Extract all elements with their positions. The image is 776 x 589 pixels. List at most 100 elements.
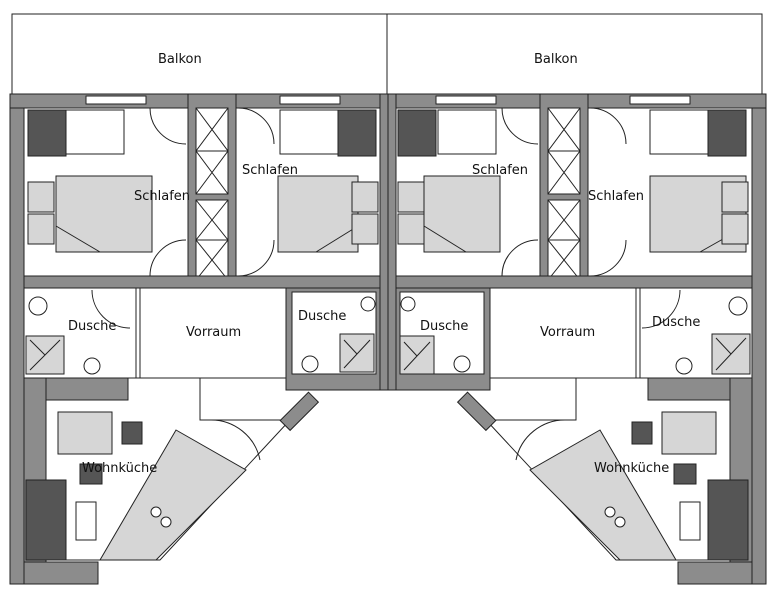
stove-burner bbox=[160, 516, 172, 528]
door-arc bbox=[149, 239, 187, 277]
room-floor bbox=[489, 287, 637, 379]
room-label: Schlafen bbox=[242, 163, 298, 178]
pillow bbox=[721, 181, 749, 213]
kitchen-counter bbox=[99, 429, 247, 561]
door-arc bbox=[501, 107, 539, 145]
pillow bbox=[351, 181, 379, 213]
room-label: Dusche bbox=[420, 319, 468, 334]
toilet bbox=[400, 296, 416, 312]
fridge bbox=[75, 501, 97, 541]
entry-wall bbox=[279, 391, 320, 432]
door-arc bbox=[641, 289, 681, 329]
wardrobe-cross bbox=[195, 107, 229, 195]
wall bbox=[677, 561, 753, 585]
room-label: Wohnküche bbox=[82, 461, 157, 476]
window bbox=[435, 95, 497, 105]
sink bbox=[453, 355, 471, 373]
room-label: Wohnküche bbox=[594, 461, 669, 476]
room-label: Balkon bbox=[158, 52, 202, 67]
wall bbox=[23, 561, 99, 585]
shower-drain bbox=[29, 339, 61, 371]
toilet bbox=[728, 296, 748, 316]
table bbox=[57, 411, 113, 455]
room-label: Balkon bbox=[534, 52, 578, 67]
room-label: Schlafen bbox=[588, 189, 644, 204]
stove-burner bbox=[614, 516, 626, 528]
bed bbox=[423, 175, 501, 253]
bed-fold bbox=[423, 225, 467, 253]
nightstand bbox=[27, 109, 67, 157]
wall bbox=[379, 93, 389, 391]
desk bbox=[437, 109, 497, 155]
toilet bbox=[360, 296, 376, 312]
cooktop bbox=[707, 479, 749, 561]
wall bbox=[9, 93, 25, 585]
nightstand bbox=[337, 109, 377, 157]
door-arc bbox=[589, 239, 627, 277]
room-label: Dusche bbox=[298, 309, 346, 324]
chair bbox=[79, 463, 103, 485]
room-label: Dusche bbox=[68, 319, 116, 334]
stove-burner bbox=[150, 506, 162, 518]
sink bbox=[675, 357, 693, 375]
wardrobe-cross bbox=[195, 199, 229, 281]
wall bbox=[387, 93, 397, 391]
shower-drain bbox=[403, 341, 431, 371]
wall bbox=[751, 93, 767, 585]
kitchen-counter bbox=[529, 429, 677, 561]
unit-left: Schlafen Schlafen Dusche Vorraum Dusche bbox=[9, 93, 389, 585]
pillow bbox=[721, 213, 749, 245]
nightstand bbox=[397, 109, 437, 157]
chair bbox=[121, 421, 143, 445]
pillow bbox=[27, 213, 55, 245]
chair bbox=[631, 421, 653, 445]
wall bbox=[395, 275, 753, 289]
wardrobe-cross bbox=[547, 107, 581, 195]
sink bbox=[301, 355, 319, 373]
sink bbox=[83, 357, 101, 375]
room-label: Vorraum bbox=[540, 325, 595, 340]
table bbox=[661, 411, 717, 455]
shower-drain bbox=[343, 339, 371, 369]
balcony-left bbox=[11, 13, 388, 95]
window bbox=[85, 95, 147, 105]
door-arc bbox=[209, 419, 261, 461]
entry-wall bbox=[456, 391, 497, 432]
room-label: Schlafen bbox=[472, 163, 528, 178]
pillow bbox=[27, 181, 55, 213]
toilet bbox=[28, 296, 48, 316]
door-arc bbox=[237, 107, 275, 145]
door-arc bbox=[501, 239, 539, 277]
shower-drain bbox=[715, 337, 747, 371]
bed-fold bbox=[315, 225, 359, 253]
pillow bbox=[397, 181, 425, 213]
window bbox=[279, 95, 341, 105]
unit-right: Schlafen Schlafen Dusche Vorraum Dusche bbox=[387, 93, 767, 585]
room-label: Schlafen bbox=[134, 189, 190, 204]
desk bbox=[649, 109, 709, 155]
desk bbox=[279, 109, 339, 155]
fridge bbox=[679, 501, 701, 541]
bed bbox=[277, 175, 359, 253]
door-arc bbox=[515, 419, 567, 461]
pillow bbox=[397, 213, 425, 245]
room-label: Vorraum bbox=[186, 325, 241, 340]
bed bbox=[55, 175, 153, 253]
desk bbox=[65, 109, 125, 155]
wall bbox=[23, 275, 381, 289]
door-arc bbox=[589, 107, 627, 145]
bed-fold bbox=[55, 225, 101, 253]
door-arc bbox=[91, 289, 131, 329]
nightstand bbox=[707, 109, 747, 157]
door-arc bbox=[237, 239, 275, 277]
door-arc bbox=[149, 107, 187, 145]
stove-burner bbox=[604, 506, 616, 518]
room-label: Dusche bbox=[652, 315, 700, 330]
balcony-right bbox=[386, 13, 763, 95]
wardrobe-cross bbox=[547, 199, 581, 281]
pillow bbox=[351, 213, 379, 245]
room-floor bbox=[139, 287, 287, 379]
cooktop bbox=[25, 479, 67, 561]
chair bbox=[673, 463, 697, 485]
